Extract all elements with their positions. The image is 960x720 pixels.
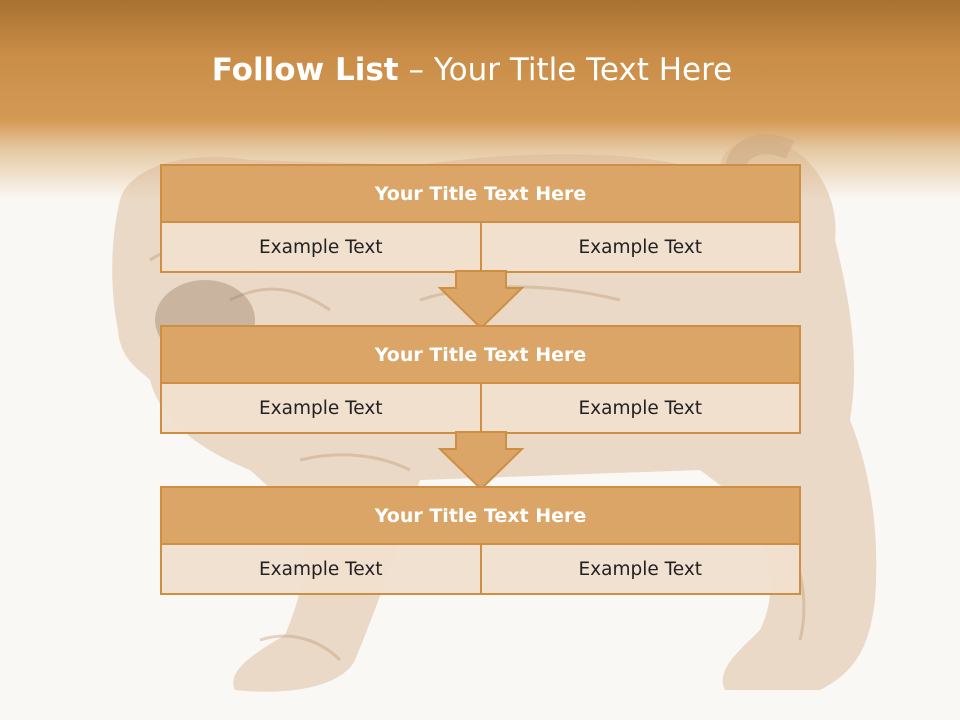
step-box-2: Your Title Text Here Example Text Exampl… <box>160 325 801 434</box>
step-row: Example Text Example Text <box>162 545 799 593</box>
step-box-3: Your Title Text Here Example Text Exampl… <box>160 486 801 595</box>
step-row: Example Text Example Text <box>162 223 799 271</box>
step-row: Example Text Example Text <box>162 384 799 432</box>
down-arrow-icon <box>437 270 525 330</box>
step-title: Your Title Text Here <box>162 327 799 384</box>
step-cell-right: Example Text <box>479 545 799 593</box>
step-title: Your Title Text Here <box>162 166 799 223</box>
step-cell-right: Example Text <box>479 384 799 432</box>
down-arrow-icon <box>437 431 525 491</box>
step-cell-left: Example Text <box>162 223 480 271</box>
slide-title: Follow List – Your Title Text Here <box>211 52 733 88</box>
step-cell-right: Example Text <box>479 223 799 271</box>
step-cell-left: Example Text <box>162 384 480 432</box>
step-cell-left: Example Text <box>162 545 480 593</box>
step-box-1: Your Title Text Here Example Text Exampl… <box>160 164 801 273</box>
step-title: Your Title Text Here <box>162 488 799 545</box>
